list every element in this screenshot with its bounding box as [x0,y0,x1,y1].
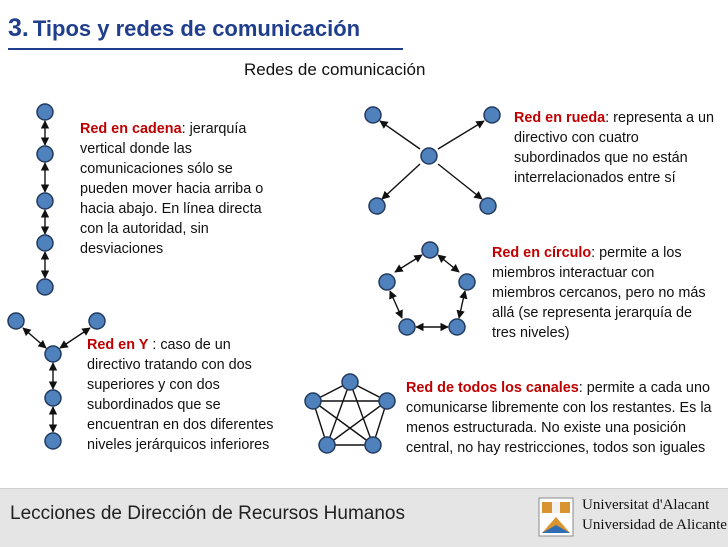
all-channels-node [341,373,359,391]
wheel-link [381,163,421,200]
circle-link [394,254,423,273]
wheel-node [483,106,501,124]
circle-node [378,273,396,291]
chain-description: Red en cadena: jerarquía vertical donde … [80,119,278,259]
wheel-node [479,197,497,215]
all-channels-description: Red de todos los canales: permite a cada… [406,378,718,458]
y-link [22,327,47,349]
wheel-center-node [420,147,438,165]
all-channels-node [318,436,336,454]
y-label: Red en Y [87,337,149,353]
chain-text: : jerarquía vertical donde las comunicac… [80,121,264,257]
slide-subtitle: Redes de comunicación [244,60,426,79]
y-node [44,432,62,450]
slide-title: 3.Tipos y redes de comunicación [8,14,360,43]
wheel-link [379,120,421,150]
circle-node [421,241,439,259]
circle-text: : permite a los miembros interactuar con… [492,245,706,341]
university-name-spanish: Universidad de Alicante [582,517,727,533]
circle-link [437,254,460,273]
all-channels-node [378,392,396,410]
title-text: Tipos y redes de comunicación [32,16,361,41]
wheel-node [364,106,382,124]
footer-bar: Lecciones de Dirección de Recursos Human… [0,488,728,547]
title-underline [8,48,403,50]
y-text: : caso de un directivo tratando con dos … [87,337,274,453]
wheel-link [437,120,485,150]
circle-description: Red en círculo: permite a los miembros i… [492,243,717,343]
circle-link [456,290,468,319]
y-description: Red en Y : caso de un directivo tratando… [87,335,287,455]
y-network [7,312,106,450]
wheel-text: : representa a un directivo con cuatro s… [514,110,714,186]
y-node [88,312,106,330]
circle-node [398,318,416,336]
university-logo-icon [538,497,574,537]
wheel-description: Red en rueda: representa a un directivo … [514,108,714,188]
wheel-node [368,197,386,215]
y-node [44,389,62,407]
all-channels-node [364,436,382,454]
wheel-network [364,106,501,215]
all-channels-node [304,392,322,410]
circle-node [458,273,476,291]
chain-node [36,103,54,121]
circle-link [389,290,403,319]
all-channels-label: Red de todos los canales [406,380,579,396]
all-channels-text: : permite a cada uno comunicarse libreme… [406,380,712,456]
chain-label: Red en cadena [80,121,182,137]
wheel-label: Red en rueda [514,110,606,126]
circle-label: Red en círculo [492,245,592,261]
wheel-link [437,163,483,200]
circle-node [448,318,466,336]
circle-network [378,241,476,336]
chain-node [36,278,54,296]
chain-node [36,192,54,210]
chain-node [36,234,54,252]
y-node [7,312,25,330]
university-name: Universitat d'Alacant Universidad de Ali… [582,495,727,535]
all-channels-link [326,400,388,446]
y-node [44,345,62,363]
course-title: Lecciones de Dirección de Recursos Human… [10,503,405,524]
chain-network [36,103,54,296]
all-channels-network [304,373,396,454]
y-link [59,327,91,349]
university-name-valencian: Universitat d'Alacant [582,497,710,513]
section-number: 3. [8,14,29,42]
chain-node [36,145,54,163]
